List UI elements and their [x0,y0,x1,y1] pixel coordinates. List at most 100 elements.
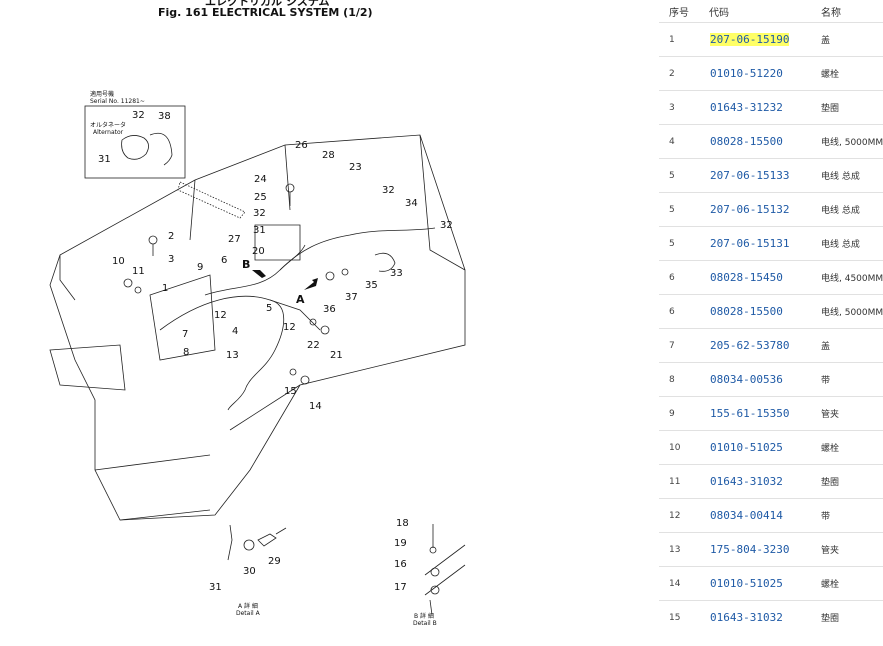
part-code[interactable]: 08028-15500 [710,135,783,148]
callout-2: 2 [168,231,174,242]
alternator-sketch [121,132,173,166]
row-index: 14 [659,566,699,601]
part-code-link[interactable]: 01010-51025 [699,430,811,465]
part-name: 电线, 5000MM [811,294,883,329]
part-code[interactable]: 08028-15500 [710,305,783,318]
part-code[interactable]: 207-06-15133 [710,169,790,182]
row-index: 13 [659,532,699,567]
part-code-link[interactable]: 01643-31232 [699,90,811,125]
part-code-link[interactable]: 01643-31032 [699,464,811,499]
part-code-link[interactable]: 01010-51220 [699,56,811,91]
view-b-arrow-icon [252,270,266,280]
callout-7: 7 [182,329,188,340]
row-index: 6 [659,260,699,295]
part-code-link[interactable]: 207-06-15190 [699,22,811,57]
part-code[interactable]: 01010-51220 [710,67,783,80]
table-row[interactable]: 8 08034-00536 带 [659,362,883,397]
detail-a-drawing [227,524,287,561]
part-code-link[interactable]: 155-61-15350 [699,396,811,431]
part-name: 螺栓 [811,430,883,465]
part-code-link[interactable]: 08034-00414 [699,498,811,533]
callout-30: 30 [243,566,256,577]
part-code[interactable]: 155-61-15350 [710,407,790,420]
diagram-title: Fig. 161 ELECTRICAL SYSTEM (1/2) [158,6,373,19]
callout-17: 17 [394,582,407,593]
table-row[interactable]: 2 01010-51220 螺栓 [659,56,883,91]
callout-18: 18 [396,518,409,529]
row-index: 9 [659,396,699,431]
part-code[interactable]: 207-06-15190 [710,33,790,46]
callout-1: 1 [162,283,168,294]
row-index: 1 [659,22,699,57]
callout-12b: 12 [283,322,296,333]
part-code-link[interactable]: 207-06-15131 [699,226,811,261]
callout-36: 36 [323,304,336,315]
part-code[interactable]: 01643-31032 [710,611,783,624]
serial-label-jp: 適用号機 [90,90,114,98]
part-code[interactable]: 08028-15450 [710,271,783,284]
part-code[interactable]: 175-804-3230 [710,543,790,556]
part-name: 电线 总成 [811,226,883,261]
detail-a-label-jp: A 詳 細 [238,602,258,610]
detail-b-drawing [424,524,466,616]
part-code-link[interactable]: 08028-15500 [699,294,811,329]
row-index: 4 [659,124,699,159]
part-code[interactable]: 08034-00536 [710,373,783,386]
part-name: 电线 总成 [811,192,883,227]
table-row[interactable]: 6 08028-15450 电线, 4500MM [659,260,883,295]
row-index: 2 [659,56,699,91]
part-name: 带 [811,498,883,533]
part-code-link[interactable]: 08028-15450 [699,260,811,295]
part-code-link[interactable]: 01010-51025 [699,566,811,601]
part-code[interactable]: 207-06-15131 [710,237,790,250]
callout-32d: 32 [440,220,453,231]
part-name: 带 [811,362,883,397]
part-code[interactable]: 01010-51025 [710,577,783,590]
part-code-link[interactable]: 207-06-15133 [699,158,811,193]
callout-32a: 32 [132,110,145,121]
part-name: 垫圈 [811,600,883,634]
part-code[interactable]: 01010-51025 [710,441,783,454]
part-code[interactable]: 01643-31232 [710,101,783,114]
view-a-label: A [296,293,305,306]
table-row[interactable]: 15 01643-31032 垫圈 [659,600,883,634]
part-name: 螺栓 [811,56,883,91]
part-code[interactable]: 08034-00414 [710,509,783,522]
callout-6: 6 [221,255,227,266]
part-code-link[interactable]: 205-62-53780 [699,328,811,363]
part-code-link[interactable]: 175-804-3230 [699,532,811,567]
part-code-link[interactable]: 207-06-15132 [699,192,811,227]
part-name: 垫圈 [811,464,883,499]
callout-26: 26 [295,140,308,151]
alternator-inset-box [84,105,186,179]
part-name: 电线, 4500MM [811,260,883,295]
callout-22: 22 [307,340,320,351]
part-code-link[interactable]: 08034-00536 [699,362,811,397]
row-index: 15 [659,600,699,634]
part-code-link[interactable]: 08028-15500 [699,124,811,159]
part-code-link[interactable]: 01643-31032 [699,600,811,634]
callout-28: 28 [322,150,335,161]
serial-label: Serial No. 11281~ [90,98,145,105]
part-code[interactable]: 205-62-53780 [710,339,790,352]
callout-24: 24 [254,174,267,185]
part-code[interactable]: 207-06-15132 [710,203,790,216]
row-index: 8 [659,362,699,397]
callout-32b: 32 [253,208,266,219]
part-code[interactable]: 01643-31032 [710,475,783,488]
